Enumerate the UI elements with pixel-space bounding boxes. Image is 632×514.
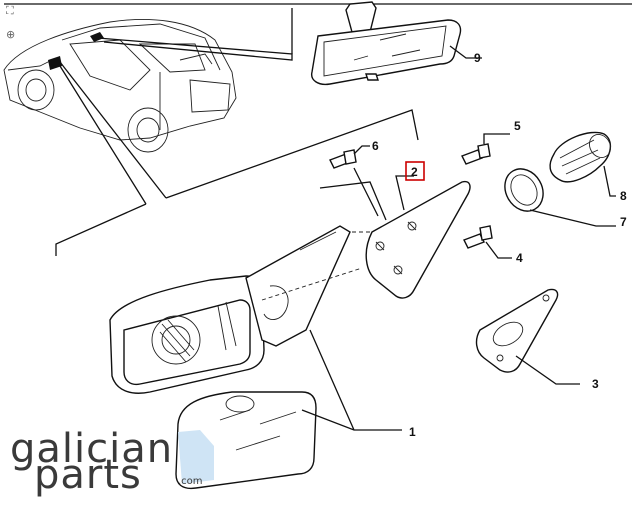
interior-mirror-marker [90, 32, 104, 42]
car-inset [3, 18, 237, 153]
ring-7 [504, 168, 544, 212]
callout-3[interactable]: 3 [592, 377, 599, 391]
watermark-line1: galician [10, 426, 173, 472]
interior-mirror [311, 1, 462, 86]
boot-8 [549, 131, 611, 183]
callout-4[interactable]: 4 [516, 251, 523, 265]
cover-plate-3 [475, 288, 559, 373]
callout-2[interactable]: 2 [411, 165, 418, 179]
fit-to-screen-icon[interactable]: ⛶ [6, 4, 14, 17]
callout-7[interactable]: 7 [620, 215, 627, 229]
watermark-suffix: .com [178, 476, 203, 487]
callout-8[interactable]: 8 [620, 189, 627, 203]
screw-5 [461, 143, 491, 165]
watermark-line2: parts [34, 452, 142, 498]
callout-9[interactable]: 9 [474, 51, 481, 65]
watermark-logo: galician parts .com [10, 426, 214, 498]
watermark-accent [178, 430, 214, 484]
callout-5[interactable]: 5 [514, 119, 521, 133]
door-mirror-marker [48, 56, 62, 70]
mirror-housing [109, 225, 351, 394]
callout-2-highlight[interactable] [405, 161, 425, 181]
callout-labels: 1 2 3 4 5 6 7 8 9 [372, 51, 627, 439]
callout-6[interactable]: 6 [372, 139, 379, 153]
screw-6 [329, 149, 357, 169]
callout-1[interactable]: 1 [409, 425, 416, 439]
bracket-plate-2 [365, 180, 471, 299]
zoom-in-icon[interactable]: ⊕ [6, 28, 16, 41]
screw-4 [463, 225, 493, 249]
